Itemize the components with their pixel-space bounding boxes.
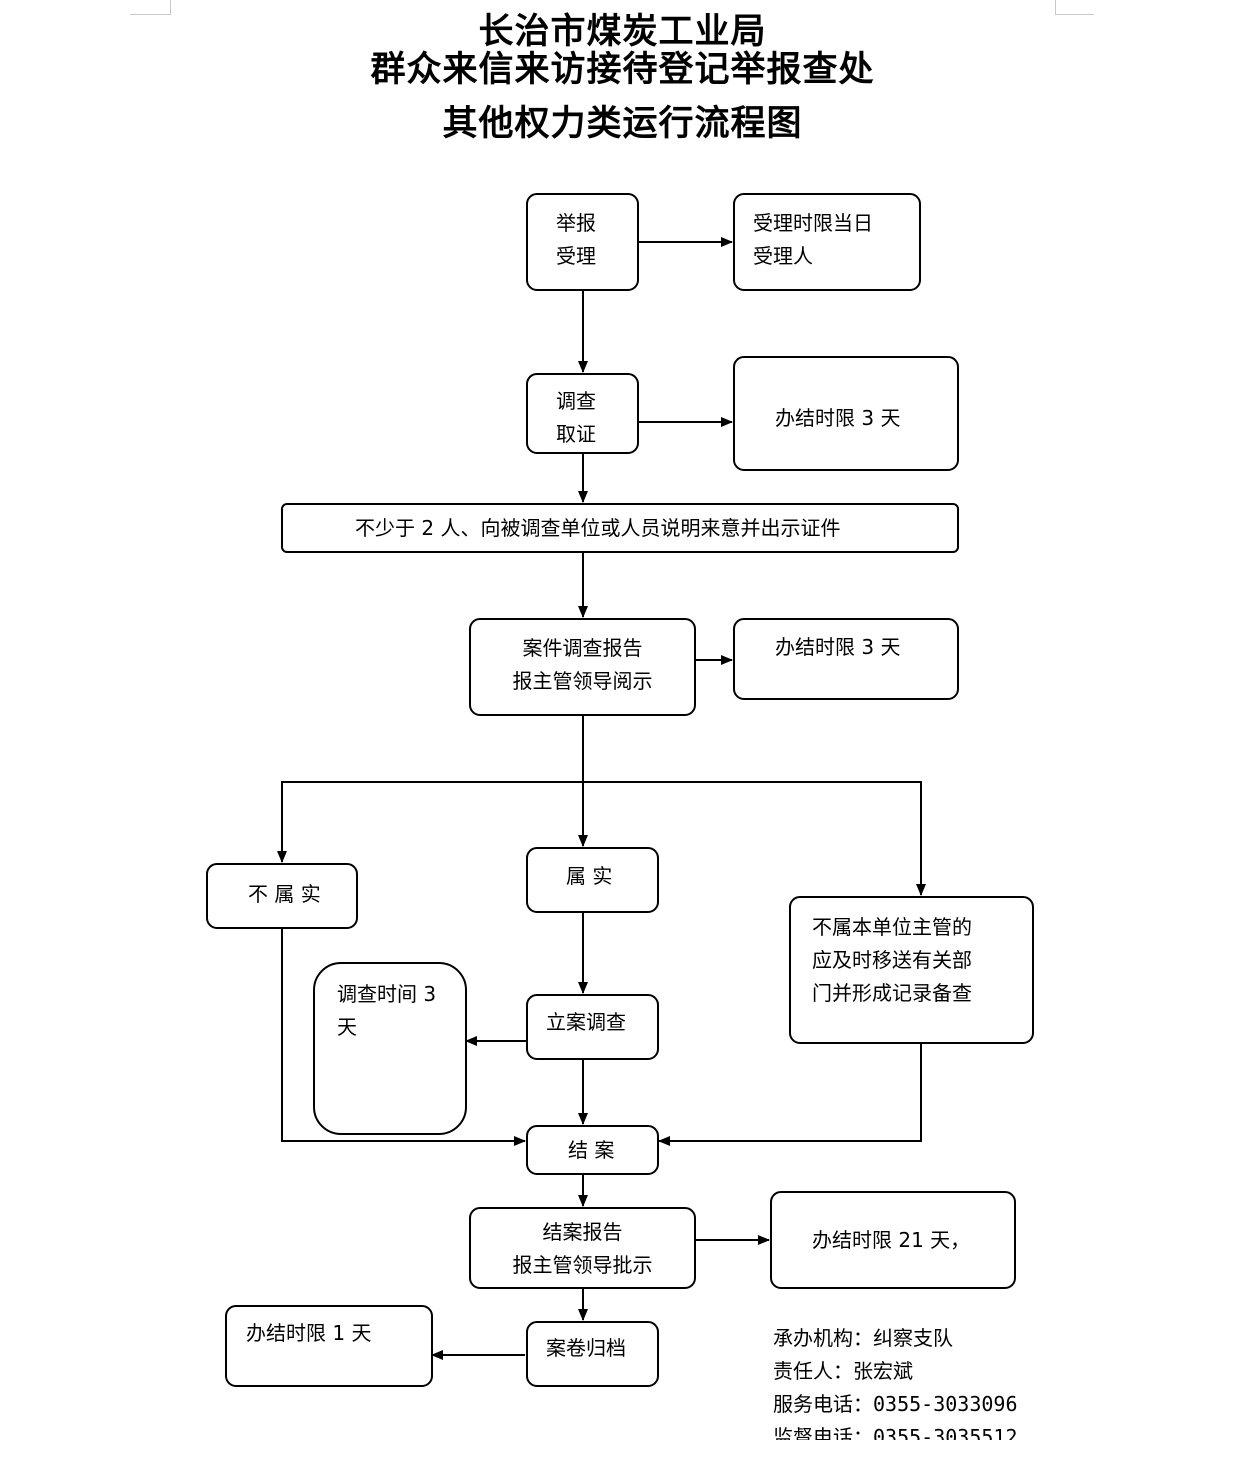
node-file-case-limit: 调查时间 3 天 — [313, 962, 467, 1135]
node-transfer-line-3: 门并形成记录备查 — [812, 981, 972, 1005]
node-file-case-limit-line-2: 天 — [337, 1015, 357, 1039]
node-investigate: 调查 取证 — [526, 373, 639, 454]
node-case-report-line-1: 案件调查报告 — [522, 636, 643, 660]
node-report-accept: 举报 受理 — [526, 193, 639, 291]
node-close-report-line-1: 结案报告 — [542, 1220, 623, 1244]
node-archive: 案卷归档 — [526, 1321, 659, 1387]
title-line-3: 其他权力类运行流程图 — [442, 103, 803, 144]
node-archive-limit-text: 办结时限 1 天 — [246, 1321, 372, 1345]
node-accept-limit-line-2: 受理人 — [753, 244, 813, 268]
node-case-report: 案件调查报告 报主管领导阅示 — [469, 618, 696, 716]
node-archive-limit: 办结时限 1 天 — [225, 1305, 433, 1387]
node-accept-limit-line-1: 受理时限当日 — [753, 211, 873, 235]
node-investigate-line-2: 取证 — [556, 422, 596, 446]
node-investigate-limit: 办结时限 3 天 — [733, 356, 959, 471]
footer-service-phone: 服务电话：0355-3033096 — [773, 1392, 1018, 1416]
node-investigate-line-1: 调查 — [556, 389, 596, 413]
node-close-case: 结 案 — [526, 1125, 659, 1175]
crop-mark-right — [1055, 0, 1094, 15]
footer-org: 承办机构：纠察支队 — [773, 1326, 953, 1350]
node-transfer-line-2: 应及时移送有关部 — [812, 948, 972, 972]
node-case-report-line-2: 报主管领导阅示 — [512, 669, 653, 693]
node-true: 属 实 — [526, 847, 659, 913]
node-report-accept-line-2: 受理 — [556, 244, 596, 268]
node-close-report-line-2: 报主管领导批示 — [512, 1253, 653, 1277]
node-close-limit: 办结时限 21 天， — [770, 1191, 1016, 1289]
node-close-case-text: 结 案 — [568, 1138, 615, 1162]
page-bottom-edge — [0, 1440, 1245, 1471]
node-true-text: 属 实 — [566, 864, 613, 888]
node-case-report-limit: 办结时限 3 天 — [733, 618, 959, 700]
node-close-report: 结案报告 报主管领导批示 — [469, 1207, 696, 1289]
node-report-accept-line-1: 举报 — [556, 211, 596, 235]
node-not-true-text: 不 属 实 — [248, 882, 321, 906]
node-transfer-line-1: 不属本单位主管的 — [812, 915, 972, 939]
node-accept-limit: 受理时限当日 受理人 — [733, 193, 921, 291]
footer-info: 承办机构：纠察支队 责任人：张宏斌 服务电话：0355-3033096 监督电话… — [773, 1322, 1018, 1454]
node-transfer: 不属本单位主管的 应及时移送有关部 门并形成记录备查 — [789, 896, 1034, 1044]
node-file-case-text: 立案调查 — [546, 1010, 626, 1034]
node-file-case: 立案调查 — [526, 994, 659, 1060]
title-line-2: 群众来信来访接待登记举报查处 — [370, 49, 875, 90]
node-close-limit-text: 办结时限 21 天， — [812, 1228, 971, 1252]
node-file-case-limit-line-1: 调查时间 3 — [337, 982, 437, 1006]
node-case-report-limit-text: 办结时限 3 天 — [775, 635, 901, 659]
arrow-transfer-to-close — [658, 1043, 922, 1146]
node-investigate-limit-text: 办结时限 3 天 — [775, 406, 901, 430]
arrow-branch-left — [277, 781, 583, 863]
node-investigate-rule: 不少于 2 人、向被调查单位或人员说明来意并出示证件 — [281, 503, 959, 553]
arrow-branch-right — [583, 781, 926, 896]
arrow-nottrue-to-close — [281, 928, 526, 1146]
crop-mark-left — [130, 0, 171, 15]
node-investigate-rule-text: 不少于 2 人、向被调查单位或人员说明来意并出示证件 — [355, 516, 841, 540]
footer-person: 责任人：张宏斌 — [773, 1359, 913, 1383]
title-line-1: 长治市煤炭工业局 — [478, 11, 767, 52]
node-archive-text: 案卷归档 — [546, 1336, 626, 1360]
node-not-true: 不 属 实 — [206, 863, 358, 929]
